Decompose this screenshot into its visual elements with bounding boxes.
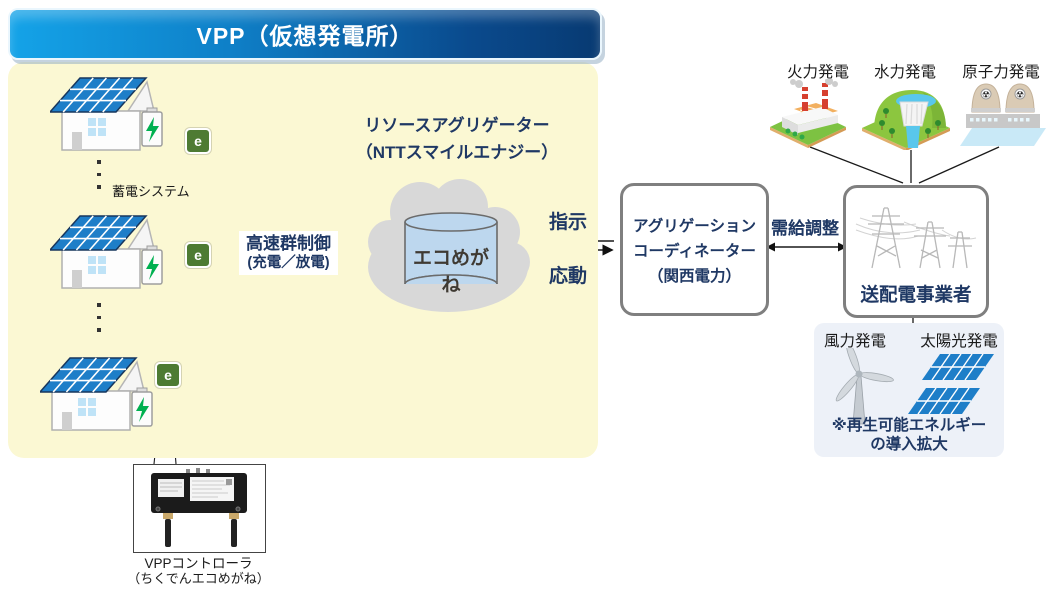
vpp-controller-photo xyxy=(133,464,266,553)
nuclear-plant-icon: ☢ ☢ xyxy=(960,83,1046,146)
house-solar-battery-icon xyxy=(50,210,168,292)
resource-aggregator-line1: リソースアグリゲーター xyxy=(364,116,550,135)
cloud-service-label: エコめがね xyxy=(412,248,489,296)
vpp-controller-label: VPPコントローラ xyxy=(144,556,253,571)
transmission-towers-icon xyxy=(855,207,977,269)
cloud-icon xyxy=(368,179,530,312)
battery-system-label: 蓄電システム xyxy=(112,184,190,199)
coordinator-line2: コーディネーター xyxy=(633,242,756,260)
supply-demand-arrow xyxy=(766,242,847,252)
renewables-note: ※再生可能エネルギー の導入拡大 xyxy=(816,416,1002,454)
aggregation-coordinator-box: アグリゲーション コーディネーター （関西電力） xyxy=(620,183,769,316)
renewables-note-line2: の導入拡大 xyxy=(870,436,948,453)
house-solar-battery-icon xyxy=(50,72,168,154)
ellipsis-dots xyxy=(97,160,101,189)
e-badge: e xyxy=(185,242,211,268)
grid-operator-box: 送配電事業者 xyxy=(843,185,989,318)
group-control-line1: 高速群制御 xyxy=(246,234,331,253)
vpp-controller-device xyxy=(151,468,247,547)
group-control-label: 高速群制御 (充電／放電) xyxy=(239,231,338,275)
svg-text:☢: ☢ xyxy=(982,90,990,100)
resource-aggregator-line2: （NTTスマイルエナジー） xyxy=(355,143,559,162)
coordinator-line3: （関西電力） xyxy=(647,267,741,285)
database-cylinder-icon xyxy=(404,212,498,285)
svg-text:☢: ☢ xyxy=(1016,90,1024,100)
thermal-power-label: 火力発電 xyxy=(786,64,849,81)
vpp-banner-title: VPP（仮想発電所） xyxy=(196,23,414,49)
e-badge: e xyxy=(155,362,181,388)
coordinator-line1: アグリゲーション xyxy=(633,217,756,235)
grid-operator-label: 送配電事業者 xyxy=(860,284,972,305)
hydro-power-label: 水力発電 xyxy=(873,64,936,81)
renewables-note-line1: ※再生可能エネルギー xyxy=(831,417,987,434)
house-solar-battery-icon xyxy=(40,352,158,434)
thermal-plant-icon xyxy=(770,79,846,148)
solar-power-label: 太陽光発電 xyxy=(920,333,998,350)
solar-panel-icon xyxy=(908,353,994,415)
e-badge: e xyxy=(185,128,211,154)
nuclear-power-label: 原子力発電 xyxy=(962,64,1040,81)
vpp-banner: VPP（仮想発電所） xyxy=(8,8,602,60)
supply-demand-label: 需給調整 xyxy=(771,219,839,238)
response-label: 応動 xyxy=(548,266,587,287)
ellipsis-dots xyxy=(97,303,101,332)
group-control-line2: (充電／放電) xyxy=(247,255,330,271)
hydro-dam-icon xyxy=(862,90,950,150)
vpp-controller-product-label: （ちくでんエコめがね） xyxy=(127,571,270,586)
instruction-label: 指示 xyxy=(548,212,587,233)
wind-turbine-icon xyxy=(835,348,894,425)
wind-power-label: 風力発電 xyxy=(823,333,886,350)
resource-aggregator-title: リソースアグリゲーター （NTTスマイルエナジー） xyxy=(345,112,569,166)
